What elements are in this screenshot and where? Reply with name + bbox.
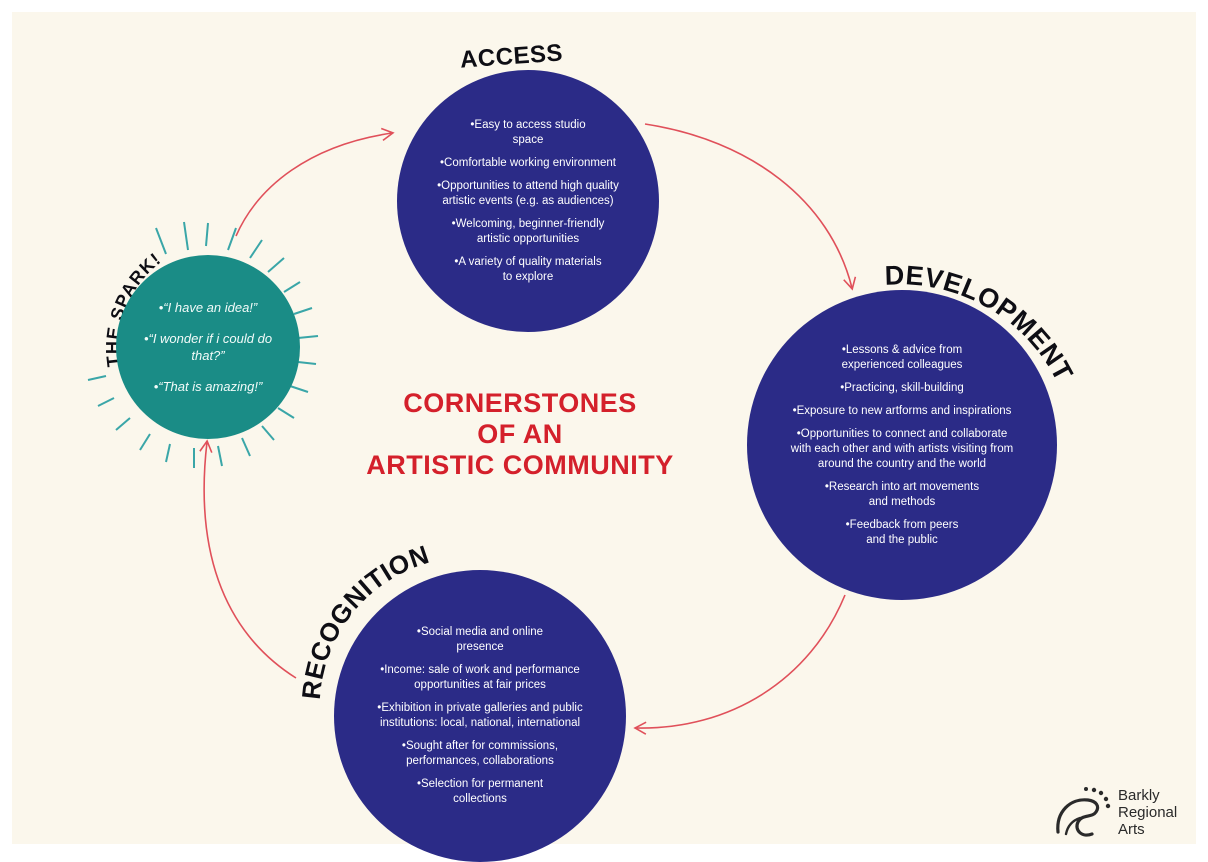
recognition-item: •Selection for permanent collections	[416, 778, 544, 805]
spark-item: •“I have an idea!”	[158, 300, 258, 315]
arrow-access-to-development	[644, 123, 857, 291]
access-item: •A variety of quality materials to explo…	[454, 255, 602, 283]
arrow-development-to-recognition	[633, 594, 846, 735]
recognition-item: •Exhibition in private galleries and pub…	[377, 702, 583, 729]
spark-item: •“I wonder if i could do that?”	[143, 331, 273, 363]
logo-text: Barkly Regional Arts	[1118, 787, 1178, 838]
access-item: •Opportunities to attend high quality ar…	[437, 179, 619, 207]
access-circle: •Easy to access studio space •Comfortabl…	[397, 70, 659, 332]
recognition-item: •Social media and online presence	[416, 626, 544, 653]
development-item: •Lessons & advice from experienced colle…	[841, 343, 963, 371]
spark-rays	[87, 221, 319, 468]
recognition-item: •Income: sale of work and performance op…	[380, 664, 580, 691]
spark-item: •“That is amazing!”	[153, 379, 263, 394]
development-item: •Research into art movements and methods	[824, 480, 980, 508]
arrow-spark-to-access	[235, 127, 395, 237]
access-item: •Easy to access studio space	[470, 118, 586, 146]
development-circle: •Lessons & advice from experienced colle…	[747, 290, 1057, 600]
recognition-circle: •Social media and online presence •Incom…	[334, 570, 626, 862]
access-item: •Welcoming, beginner-friendly artistic o…	[451, 217, 605, 245]
development-item: •Exposure to new artforms and inspiratio…	[792, 404, 1012, 417]
diagram-title: CORNERSTONES OF AN ARTISTIC COMMUNITY	[366, 388, 674, 480]
development-item: •Opportunities to connect and collaborat…	[790, 427, 1014, 470]
recognition-item: •Sought after for commissions, performan…	[401, 740, 559, 767]
development-item: •Feedback from peers and the public	[845, 518, 959, 546]
development-item: •Practicing, skill-building	[840, 381, 964, 394]
barkly-regional-arts-logo	[1056, 787, 1111, 837]
spark-circle: •“I have an idea!” •“I wonder if i could…	[116, 255, 300, 439]
arrow-recognition-to-spark	[199, 439, 297, 679]
access-item: •Comfortable working environment	[440, 156, 616, 169]
